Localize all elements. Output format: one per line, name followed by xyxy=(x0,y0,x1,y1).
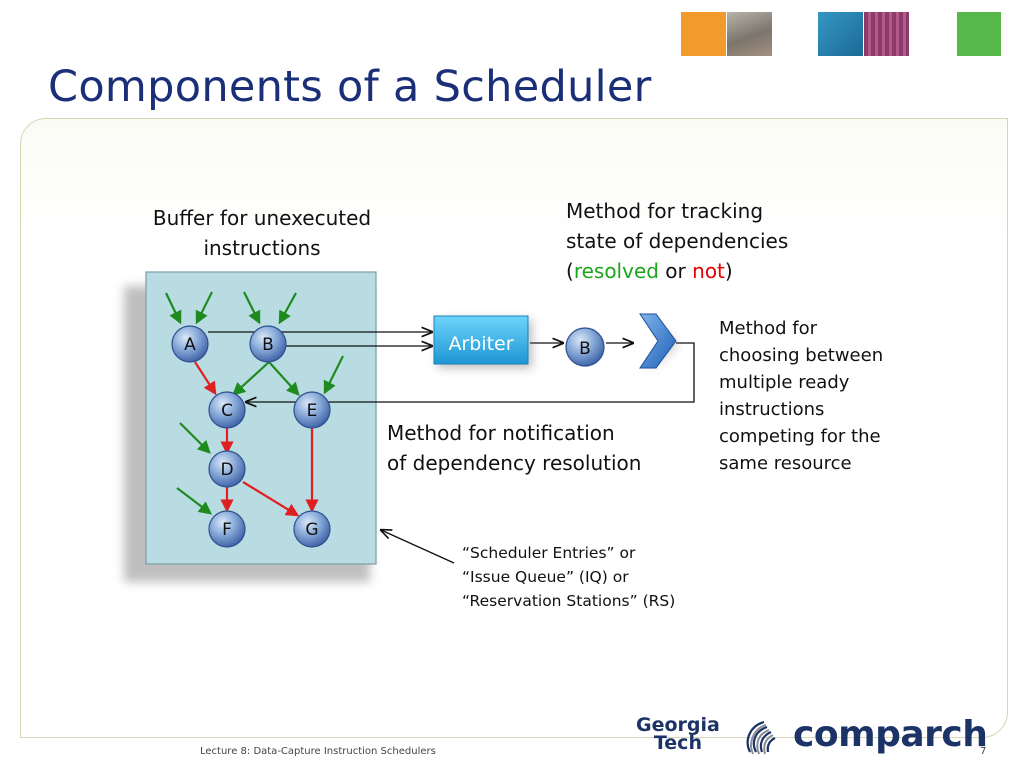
svg-text:B: B xyxy=(579,339,591,359)
choosing-caption: Method for choosing between multiple rea… xyxy=(719,318,884,474)
footer-lecture: Lecture 8: Data-Capture Instruction Sche… xyxy=(200,746,436,757)
wakeup-feedback-line xyxy=(246,342,695,402)
node-f: F xyxy=(208,510,246,548)
tracking-caption: Method for tracking state of dependencie… xyxy=(566,199,789,283)
arbiter-box xyxy=(433,315,529,365)
svg-text:C: C xyxy=(221,401,233,421)
svg-text:A: A xyxy=(184,335,196,355)
node-a: A xyxy=(171,325,209,363)
green-arrow-b2 xyxy=(278,292,297,325)
green-arrow-a2 xyxy=(195,291,213,325)
buffer-caption: Buffer for unexecuted instructions xyxy=(152,206,372,260)
green-arrow-b1 xyxy=(243,291,261,325)
instruction-buffer xyxy=(145,271,377,565)
green-arrow-b-c xyxy=(232,361,270,396)
node-d: D xyxy=(208,450,246,488)
entries-pointer-arrow xyxy=(381,530,455,564)
header-tile-teal xyxy=(818,12,863,56)
node-e: E xyxy=(293,391,331,429)
svg-text:E: E xyxy=(307,401,318,421)
svg-text:G: G xyxy=(305,520,318,540)
svg-text:F: F xyxy=(222,520,232,540)
header-tile-green xyxy=(957,12,1001,56)
header-tile-photo xyxy=(727,12,772,56)
green-arrow-e xyxy=(323,355,344,395)
georgia-tech-logo: Georgia Tech xyxy=(636,714,720,754)
not-label: not xyxy=(692,259,725,283)
node-c: C xyxy=(208,391,246,429)
red-arrow-a-c xyxy=(194,361,217,396)
resolved-label: resolved xyxy=(573,259,659,283)
red-arrow-d-g xyxy=(242,481,300,517)
page-number: 7 xyxy=(980,746,987,757)
green-arrow-a1 xyxy=(165,292,182,325)
svg-text:D: D xyxy=(220,460,233,480)
green-arrow-b-e xyxy=(268,361,300,396)
header-tile-chip-image xyxy=(864,12,909,56)
swirl-logo-icon xyxy=(746,720,776,755)
green-arrow-d xyxy=(179,422,211,454)
comparch-logo: comparch xyxy=(793,714,988,755)
node-g: G xyxy=(293,510,331,548)
slide-title: Components of a Scheduler xyxy=(48,62,652,112)
notification-caption: Method for notification of dependency re… xyxy=(387,421,642,475)
header-tile-orange xyxy=(681,12,726,56)
svg-text:B: B xyxy=(262,335,274,355)
node-b: B xyxy=(249,325,287,363)
arbiter-label: Arbiter xyxy=(448,333,513,355)
entries-caption: “Scheduler Entries” or “Issue Queue” (IQ… xyxy=(462,544,676,610)
chevron-icon xyxy=(639,313,677,369)
selected-node: B xyxy=(565,327,605,367)
green-arrow-f xyxy=(176,487,213,515)
